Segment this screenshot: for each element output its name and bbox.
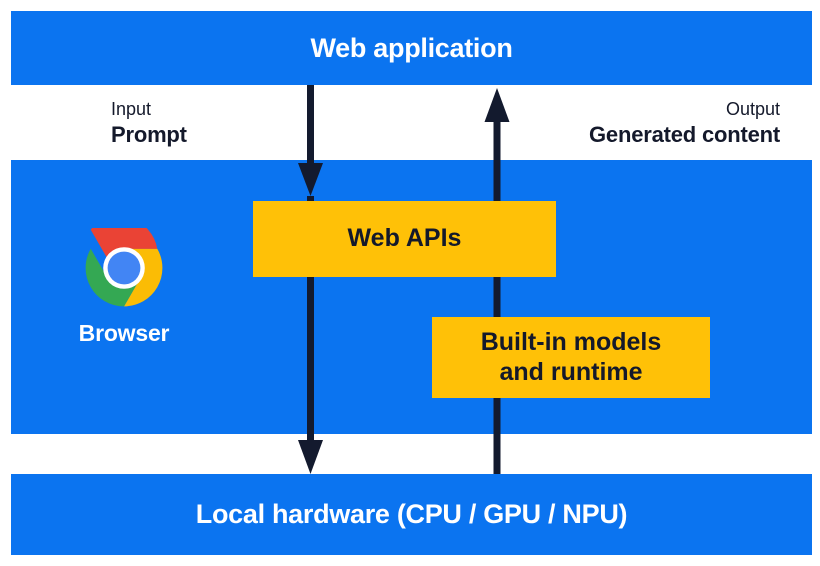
box-web-apis[interactable]: Web APIs (253, 201, 556, 277)
input-kicker: Input (111, 99, 152, 119)
caption-input: Input Prompt (111, 98, 187, 148)
browser-label: Browser (78, 320, 170, 346)
band-local-hardware: Local hardware (CPU / GPU / NPU) (11, 474, 812, 555)
web-application-label: Web application (310, 33, 513, 63)
input-value: Prompt (111, 121, 187, 147)
output-kicker: Output (725, 99, 780, 119)
box-builtin-models-label: Built-in models and runtime (481, 328, 662, 387)
box-builtin-models[interactable]: Built-in models and runtime (432, 317, 710, 398)
output-value: Generated content (589, 121, 780, 147)
caption-output: Output Generated content (589, 98, 780, 148)
chrome-logo-icon (85, 228, 163, 307)
local-hardware-label: Local hardware (CPU / GPU / NPU) (195, 499, 628, 529)
box-web-apis-label: Web APIs (347, 224, 462, 253)
band-web-application: Web application (11, 11, 812, 85)
browser-group: Browser (44, 228, 204, 347)
box-builtin-models-line2: and runtime (499, 357, 643, 386)
box-builtin-models-line1: Built-in models (480, 328, 662, 356)
